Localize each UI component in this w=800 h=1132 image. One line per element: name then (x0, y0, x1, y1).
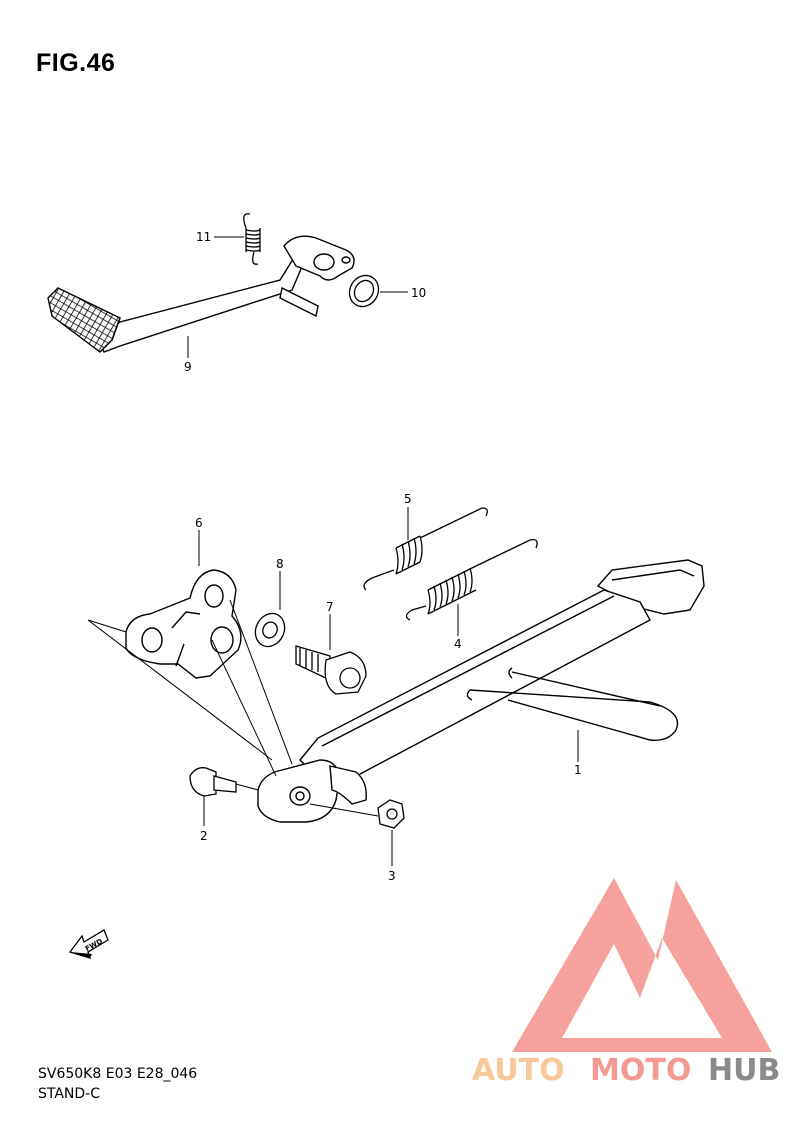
bracket-part-6 (125, 569, 242, 679)
callout-4: 4 (454, 637, 462, 651)
callout-11: 11 (196, 230, 211, 244)
callout-3: 3 (388, 869, 396, 883)
gearshift-lever (47, 235, 355, 353)
side-stand (257, 559, 705, 823)
spring-part-5 (363, 507, 488, 591)
spring-part-4 (405, 539, 538, 621)
callout-5: 5 (404, 492, 412, 506)
forward-arrow-icon: FWD (68, 929, 109, 959)
callout-leader-lines (187, 236, 579, 866)
bolt-part-7 (295, 645, 367, 695)
figure-code: SV650K8 E03 E28_046 (38, 1066, 198, 1082)
spring-part-11 (243, 213, 261, 265)
callout-8: 8 (276, 557, 284, 571)
figure-name: STAND-C (38, 1086, 101, 1102)
callout-2: 2 (200, 829, 208, 843)
figure-title: FIG.46 (36, 49, 116, 77)
watermark-triangle-mark (512, 878, 772, 1052)
callout-10: 10 (411, 286, 426, 300)
watermark-moto: MOTO (590, 1053, 691, 1088)
washer-part-10 (348, 274, 380, 308)
callout-1: 1 (574, 763, 582, 777)
watermark-hub: HUB (708, 1053, 780, 1088)
callout-labels: 11 10 9 5 4 6 8 7 1 2 3 (184, 230, 582, 883)
bolt-part-2 (189, 767, 237, 797)
assembly-guide-lines (87, 599, 379, 817)
callout-7: 7 (326, 600, 334, 614)
watermark-auto: AUTO (472, 1053, 565, 1088)
washer-part-8 (254, 612, 286, 648)
callout-6: 6 (195, 516, 203, 530)
nut-part-3 (377, 799, 405, 829)
watermark-logo (512, 878, 772, 1052)
callout-9: 9 (184, 360, 192, 374)
watermark-wordmark: AUTO MOTO HUB (472, 1053, 780, 1088)
